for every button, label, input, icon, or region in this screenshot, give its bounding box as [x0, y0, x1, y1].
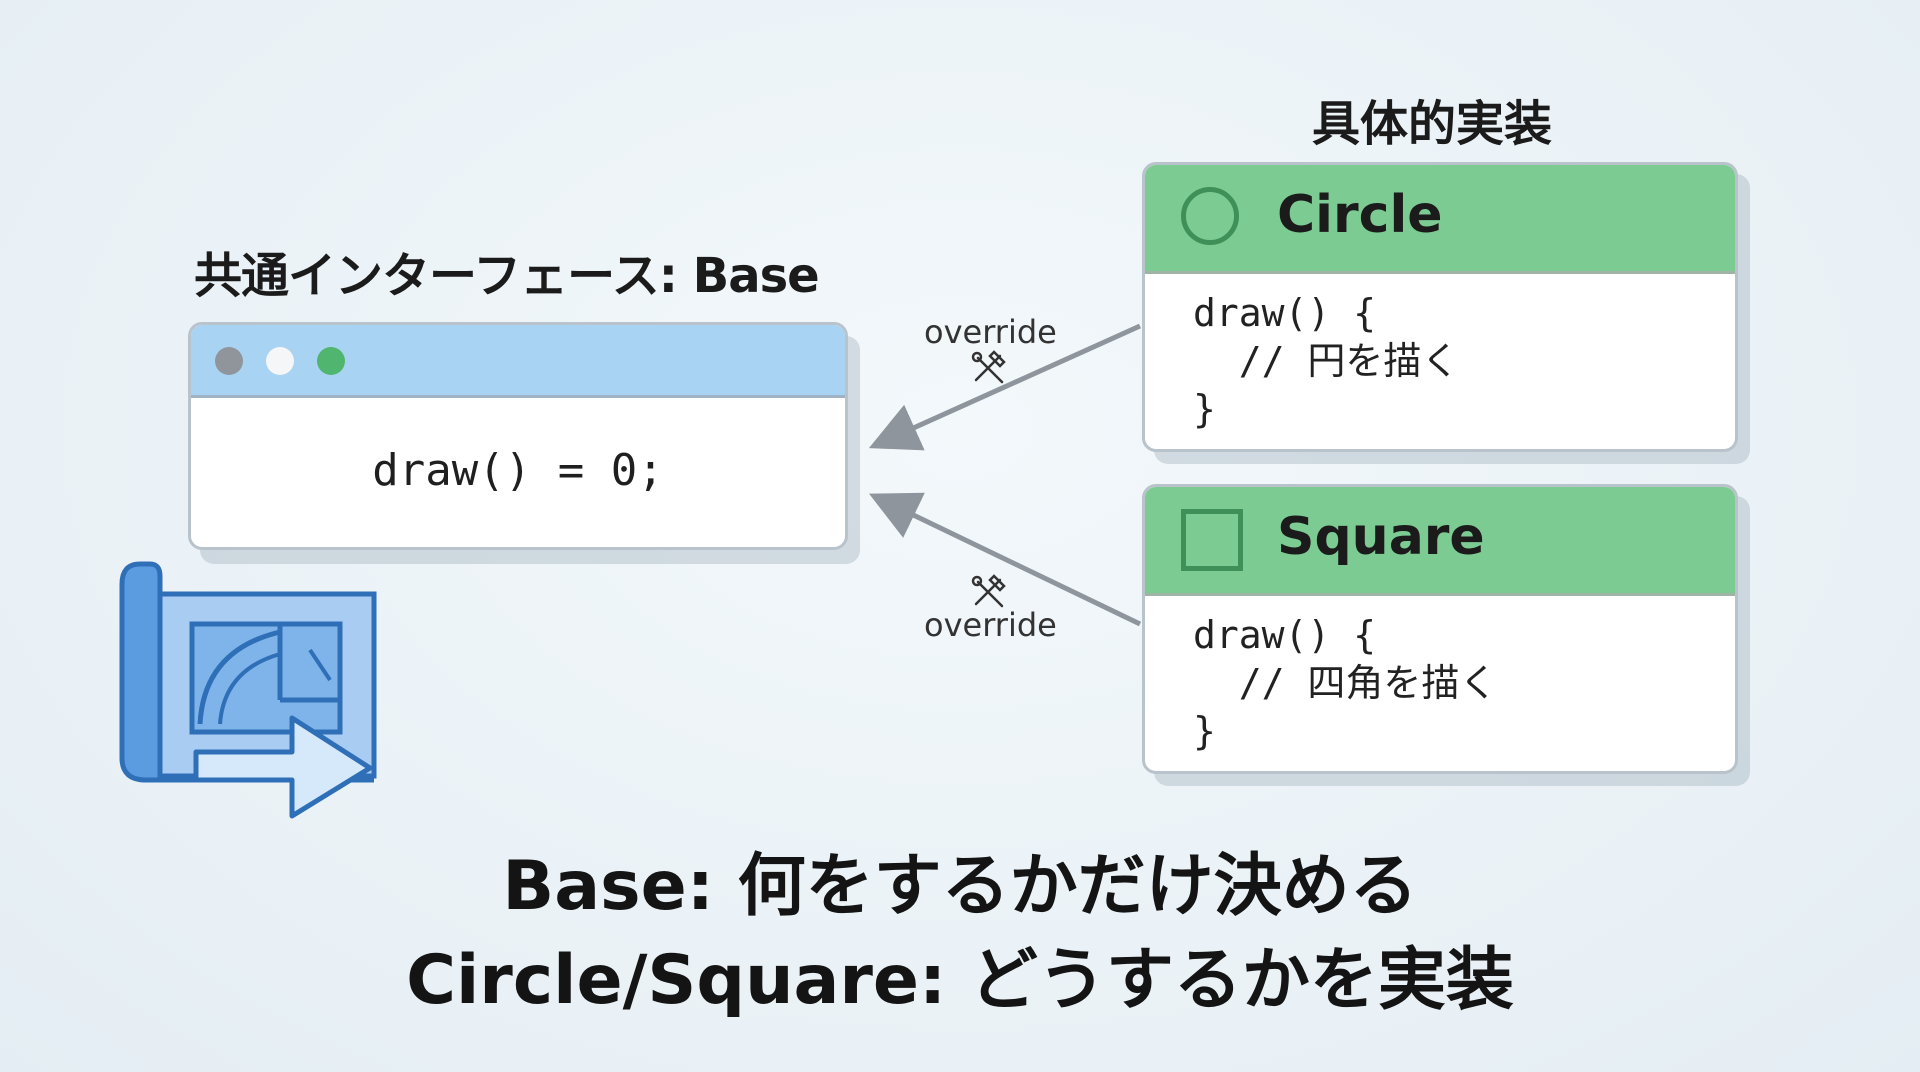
hammer-wrench-icon	[971, 350, 1006, 384]
hammer-wrench-icon	[971, 574, 1006, 608]
circle-draw-code: draw() { // 円を描く}	[1193, 289, 1459, 433]
override-label-bottom: override	[924, 606, 1057, 644]
override-arrow-square	[868, 492, 1142, 627]
window-dot-gray-icon	[215, 347, 243, 375]
summary-line-implementations: Circle/Square: どうするかを実装	[406, 941, 1514, 1020]
window-titlebar	[191, 325, 845, 398]
square-draw-code: draw() { // 四角を描く}	[1193, 611, 1497, 755]
summary-line-base: Base: 何をするかだけ決める	[502, 847, 1418, 926]
code-line: draw() {	[1193, 613, 1377, 657]
square-class-title: Square	[1277, 507, 1485, 567]
blueprint-icon	[119, 561, 377, 819]
code-line: draw() {	[1193, 291, 1377, 335]
base-interface-window: draw() = 0;	[188, 322, 848, 550]
base-interface-heading: 共通インターフェース: Base	[194, 248, 820, 304]
circle-class-card: Circle draw() { // 円を描く}	[1142, 162, 1738, 452]
implementations-heading: 具体的実装	[1312, 96, 1553, 152]
code-line: }	[1193, 387, 1216, 431]
circle-card-header: Circle	[1145, 165, 1735, 274]
square-class-card: Square draw() { // 四角を描く}	[1142, 484, 1738, 774]
code-line: // 四角を描く	[1193, 661, 1498, 705]
window-dot-white-icon	[266, 347, 294, 375]
override-label-top: override	[924, 313, 1057, 351]
code-line: }	[1193, 709, 1216, 753]
code-line: // 円を描く	[1193, 339, 1460, 383]
circle-class-title: Circle	[1277, 185, 1443, 245]
base-draw-declaration: draw() = 0;	[372, 445, 664, 496]
window-dot-green-icon	[317, 347, 345, 375]
square-card-header: Square	[1145, 487, 1735, 596]
override-arrow-circle	[868, 323, 1142, 451]
circle-shape-icon	[1181, 187, 1239, 245]
square-shape-icon	[1181, 509, 1243, 571]
